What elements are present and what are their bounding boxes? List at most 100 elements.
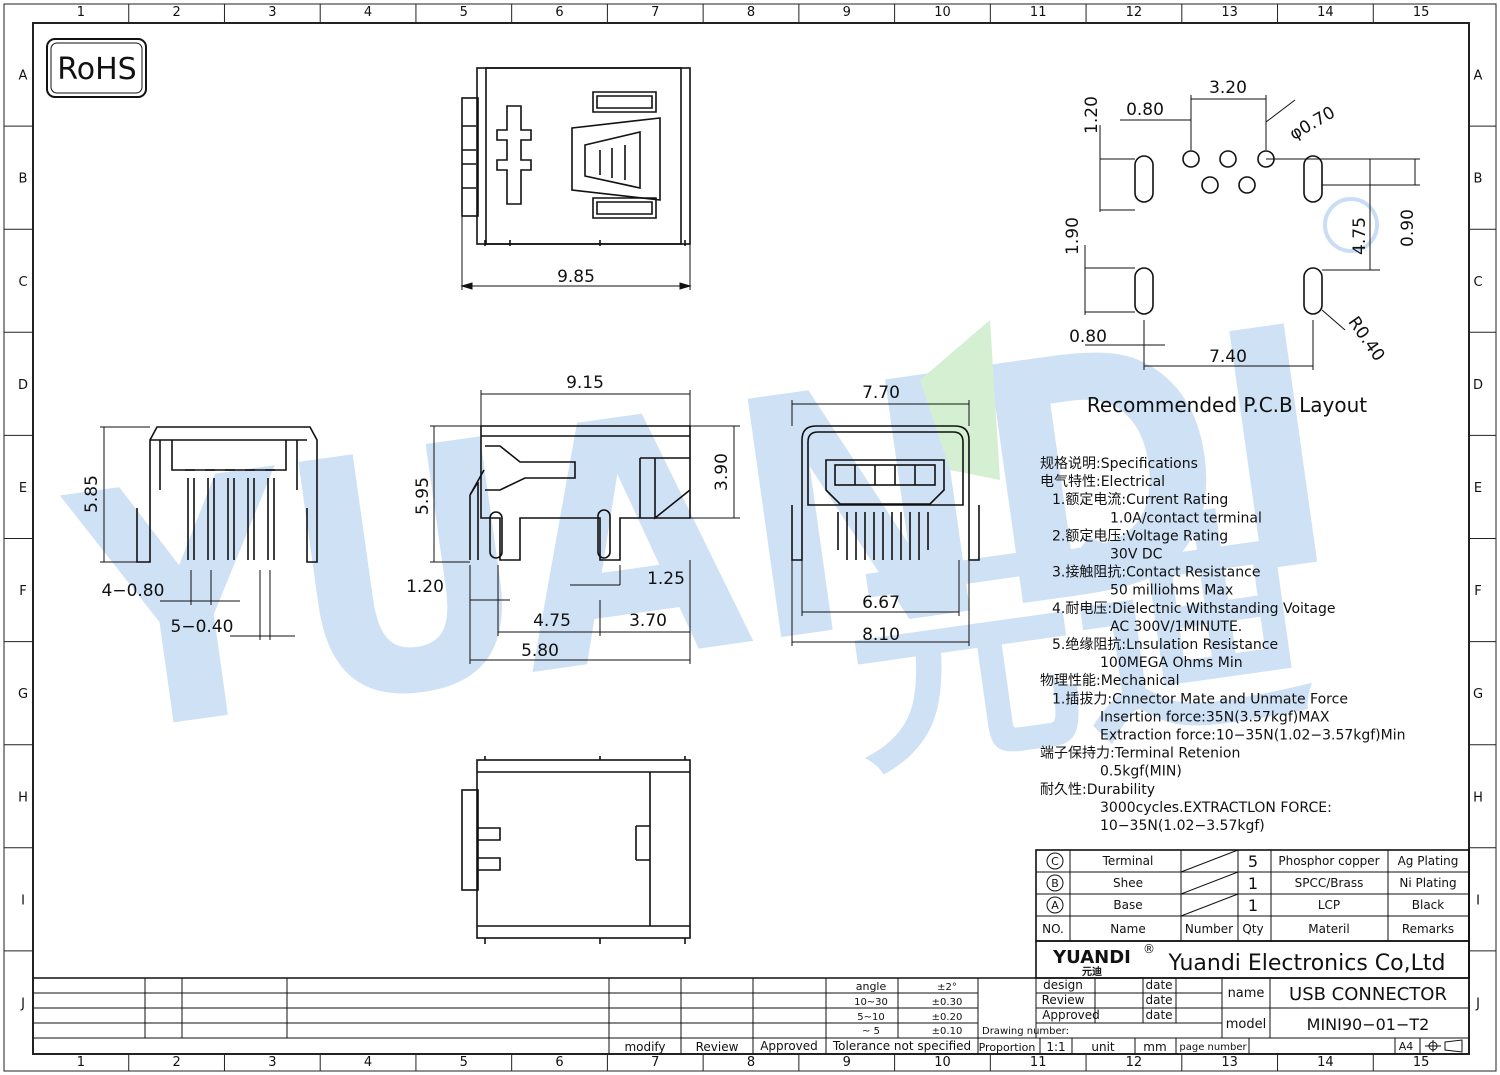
grid-row-label: G	[1473, 687, 1483, 702]
grid-row-label: C	[18, 275, 27, 290]
grid-column-label: 5	[460, 5, 468, 20]
spec-line: 规格说明:Specifications	[1040, 456, 1198, 472]
spec-line: 1.0A/contact terminal	[1110, 510, 1262, 526]
tb-name-label: name	[1228, 986, 1265, 1001]
dim-left-480: 4−0.80	[102, 581, 165, 601]
tol-510: 5~10	[857, 1012, 884, 1023]
left-dims	[100, 426, 295, 640]
bom-header-no: NO.	[1042, 922, 1064, 936]
tb-review: Review	[1042, 993, 1085, 1007]
tb-design: design	[1043, 978, 1083, 992]
grid-column-label: 2	[172, 1055, 180, 1070]
projection-symbol-icon	[1425, 1039, 1463, 1053]
dim-pcb-190: 1.90	[1063, 217, 1083, 255]
dim-front-667: 6.67	[862, 593, 900, 613]
spec-line: 10−35N(1.02−3.57kgf)	[1100, 818, 1265, 834]
company-logo: YUANDI	[1052, 947, 1131, 968]
dim-front-770: 7.70	[862, 383, 900, 403]
dim-pcb-740: 7.40	[1209, 347, 1247, 367]
tb-page-number: page number	[1179, 1042, 1247, 1053]
grid-column-label: 11	[1030, 5, 1047, 20]
spec-line: 0.5kgf(MIN)	[1100, 764, 1182, 780]
bom-text: C B A Terminal Shee Base 5 1 1 Phosphor …	[1042, 852, 1458, 936]
dim-side-580: 5.80	[521, 641, 559, 661]
grid-marks: 1122334455667788991010111112121313141415…	[4, 4, 1496, 1071]
tb-date: date	[1145, 978, 1172, 992]
tol-label: Tolerance not specified	[832, 1039, 971, 1053]
bom-header-remarks: Remarks	[1402, 922, 1454, 936]
grid-column-label: 10	[934, 1055, 951, 1070]
grid-row-label: F	[19, 584, 26, 599]
grid-column-label: 10	[934, 5, 951, 20]
spec-line: Insertion force:35N(3.57kgf)MAX	[1100, 709, 1330, 725]
tol-angle: angle	[856, 980, 887, 993]
spec-line: 耐久性:Durability	[1040, 782, 1155, 798]
tb-sheet: A4	[1399, 1040, 1414, 1053]
dim-pcb-320: 3.20	[1209, 78, 1247, 98]
tb-approved2: Approved	[760, 1039, 818, 1053]
rohs-text: RoHS	[57, 52, 136, 87]
dim-left-540: 5−0.40	[171, 617, 234, 637]
dim-top-width: 9.85	[557, 267, 595, 287]
tol-angle-v: ±2°	[937, 982, 957, 993]
grid-column-label: 11	[1030, 1055, 1047, 1070]
grid-row-label: E	[1474, 481, 1482, 496]
spec-line: AC 300V/1MINUTE.	[1110, 619, 1242, 635]
grid-column-label: 1	[77, 5, 85, 20]
tb-model-value: MINI90−01−T2	[1307, 1015, 1430, 1034]
grid-row-label: E	[19, 481, 27, 496]
top-dim	[460, 216, 692, 290]
grid-column-label: 4	[364, 1055, 372, 1070]
grid-column-label: 3	[268, 5, 276, 20]
tb-date: date	[1145, 1008, 1172, 1022]
dim-pcb-475: 4.75	[1350, 217, 1370, 255]
dim-side-370: 3.70	[629, 611, 667, 631]
bom-material: LCP	[1318, 898, 1340, 912]
tb-modify: modify	[624, 1040, 665, 1054]
grid-row-label: B	[1474, 172, 1483, 187]
bom-material: Phosphor copper	[1278, 854, 1379, 868]
dim-side-475: 4.75	[533, 611, 571, 631]
grid-row-label: J	[1475, 996, 1480, 1011]
bom-material: SPCC/Brass	[1295, 876, 1364, 890]
bom-header-material: Materil	[1308, 922, 1349, 936]
grid-row-label: F	[1474, 584, 1481, 599]
bom-mark: B	[1051, 877, 1059, 890]
spec-line: 电气特性:Electrical	[1040, 474, 1165, 490]
dim-side-595: 5.95	[413, 477, 433, 515]
grid-column-label: 12	[1126, 5, 1143, 20]
grid-row-label: D	[1473, 378, 1483, 393]
grid-column-label: 6	[555, 1055, 563, 1070]
grid-column-label: 4	[364, 5, 372, 20]
dim-side-120: 1.20	[406, 577, 444, 597]
spec-line: 端子保持力:Terminal Retenion	[1040, 746, 1240, 762]
grid-row-label: C	[1473, 275, 1482, 290]
bom-header-name: Name	[1110, 922, 1145, 936]
tb-date: date	[1145, 993, 1172, 1007]
tb-model-label: model	[1226, 1017, 1266, 1032]
spec-line: 5.绝缘阻抗:Lnsulation Resistance	[1052, 637, 1278, 653]
bom-remarks: Ni Plating	[1399, 876, 1456, 890]
tb-approved: Approved	[1042, 1008, 1100, 1022]
tb-name-value: USB CONNECTOR	[1289, 984, 1447, 1005]
bom-header-number: Number	[1185, 922, 1233, 936]
grid-column-label: 9	[843, 5, 851, 20]
bom-mark: C	[1051, 855, 1059, 868]
bom-remarks: Ag Plating	[1398, 854, 1459, 868]
spec-line: 50 milliohms Max	[1110, 583, 1233, 599]
tb-unit-value: mm	[1143, 1040, 1166, 1054]
side-dims	[430, 390, 740, 664]
grid-column-label: 15	[1413, 1055, 1430, 1070]
bom-name: Shee	[1113, 876, 1143, 890]
spec-line: 100MEGA Ohms Min	[1100, 655, 1243, 671]
dim-side-915: 9.15	[566, 373, 604, 393]
dim-pcb-080a: 0.80	[1126, 100, 1164, 120]
dim-pcb-120: 1.20	[1082, 96, 1102, 134]
company-logo-cn: 元迪	[1082, 965, 1102, 978]
grid-column-label: 14	[1317, 1055, 1334, 1070]
grid-column-label: 9	[843, 1055, 851, 1070]
grid-row-label: H	[18, 790, 28, 805]
spec-line: 30V DC	[1110, 547, 1163, 563]
dim-pcb-r040: R0.40	[1344, 313, 1389, 365]
